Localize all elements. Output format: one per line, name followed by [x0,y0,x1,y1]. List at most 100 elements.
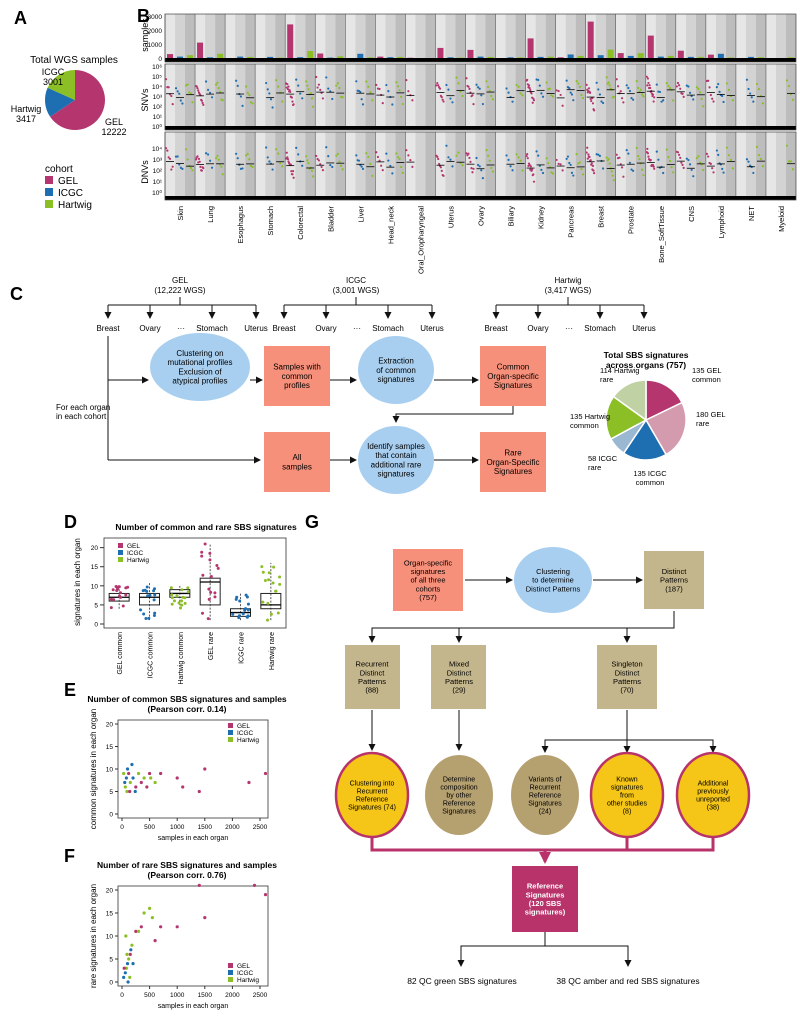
organ-bg [785,64,796,130]
sample-bar-icgc [657,56,664,58]
mutation-dot [715,86,718,89]
gDetermine-line-4: Signatures [442,809,476,816]
mutation-dot [449,158,452,161]
mutation-dot [688,163,692,166]
mutation-dot [465,77,468,80]
mutation-dot [528,87,531,90]
sample-bar-icgc [717,53,724,58]
mutation-dot [568,87,571,90]
mutation-dot [581,173,585,176]
organ-label-biliary: Biliary [507,206,516,227]
scatter-point [142,911,146,915]
mutation-dot [532,180,536,183]
organ-label-stomach: Stomach [266,206,275,236]
mutation-dot [181,102,184,105]
cClust-line-0: Clustering on [176,349,223,358]
panel-b-sample-bars [167,21,794,59]
scatter-point [130,762,134,767]
dnv-tick-1: 10³ [153,157,163,164]
mutation-dot [620,97,624,100]
organ-bg [425,14,436,62]
mutation-dot [628,161,632,164]
tree-label: Uterus [632,324,656,333]
panelF-ytick-2: 10 [106,934,114,941]
mutation-dot [545,81,548,84]
organ-bg [735,132,746,200]
scatter-point [124,934,128,938]
mutation-dot [587,87,591,90]
mutation-dot [682,95,685,98]
organ-bg [415,14,426,62]
pie-c-label-0-b: common [692,375,721,384]
organ-bg [495,14,506,62]
organ-label-head_neck: Head_neck [386,206,395,244]
pie-c-title-1: Total SBS signatures [604,350,689,360]
sample-bar-gel [167,54,174,58]
organ-bg [415,64,426,130]
organ-bg [675,14,686,62]
mutation-dot [369,162,372,165]
organ-bg [605,14,616,62]
mutation-dot [271,106,274,109]
mutation-dot [331,165,334,169]
mutation-dot [472,103,475,106]
organ-bg [675,132,686,200]
box-point [183,596,187,600]
organ-bg [315,14,326,62]
mutation-dot [199,165,202,168]
identify-ellipse [358,426,434,494]
pie-c-label-3-b: rare [588,463,601,472]
mutation-dot [445,144,448,147]
organ-label-kidney: Kidney [537,206,546,229]
mutation-dot [722,100,725,104]
organ-bg [405,132,416,200]
mutation-dot [195,85,198,88]
mutation-dot [677,84,681,87]
mutation-dot [526,78,529,81]
mutation-dot [407,90,410,93]
sample-bar-icgc [597,55,604,58]
sample-bar-icgc [177,56,184,58]
mutation-dot [360,165,363,168]
sample-bar-hartwig [307,51,314,58]
mutation-dot [652,100,655,103]
mutation-dot [297,84,300,87]
mutation-dot [665,82,668,85]
mutation-dot [640,168,644,171]
organ-bg [425,132,436,200]
mutation-dot [608,84,611,87]
organ-bg [215,64,226,130]
common-signatures-box [480,346,546,406]
mutation-dot [695,86,698,89]
mutation-dot [440,169,443,172]
sample-bar-gel [587,21,594,59]
scatter-point [139,925,143,929]
scatter-point [159,771,163,776]
mutation-dot [682,166,685,169]
organ-bg [275,14,286,62]
mutation-dot [360,98,363,101]
mutation-dot [196,87,199,90]
mutation-dot [708,86,711,89]
mutation-dot [174,87,178,90]
mutation-dot [658,90,662,94]
panelE-xtick-1: 500 [144,824,155,831]
box-point [271,581,275,585]
gReference-line-3: signatures) [525,908,566,917]
panelE-ytick-3: 5 [109,789,113,796]
sample-bar-icgc [567,54,574,58]
mutation-dot [685,157,688,160]
mutation-dot [625,149,628,152]
f-legend-icgc: ICGC [237,970,254,977]
gAdditional-line-2: unreported [696,796,730,803]
mutation-dot [307,162,310,165]
tree-label: Breast [272,324,296,333]
mutation-dot [305,80,308,83]
d-category-2: Hartwig common [178,632,185,685]
organ-bg [775,132,786,200]
box-point [244,593,248,597]
mutation-dot [335,84,338,87]
